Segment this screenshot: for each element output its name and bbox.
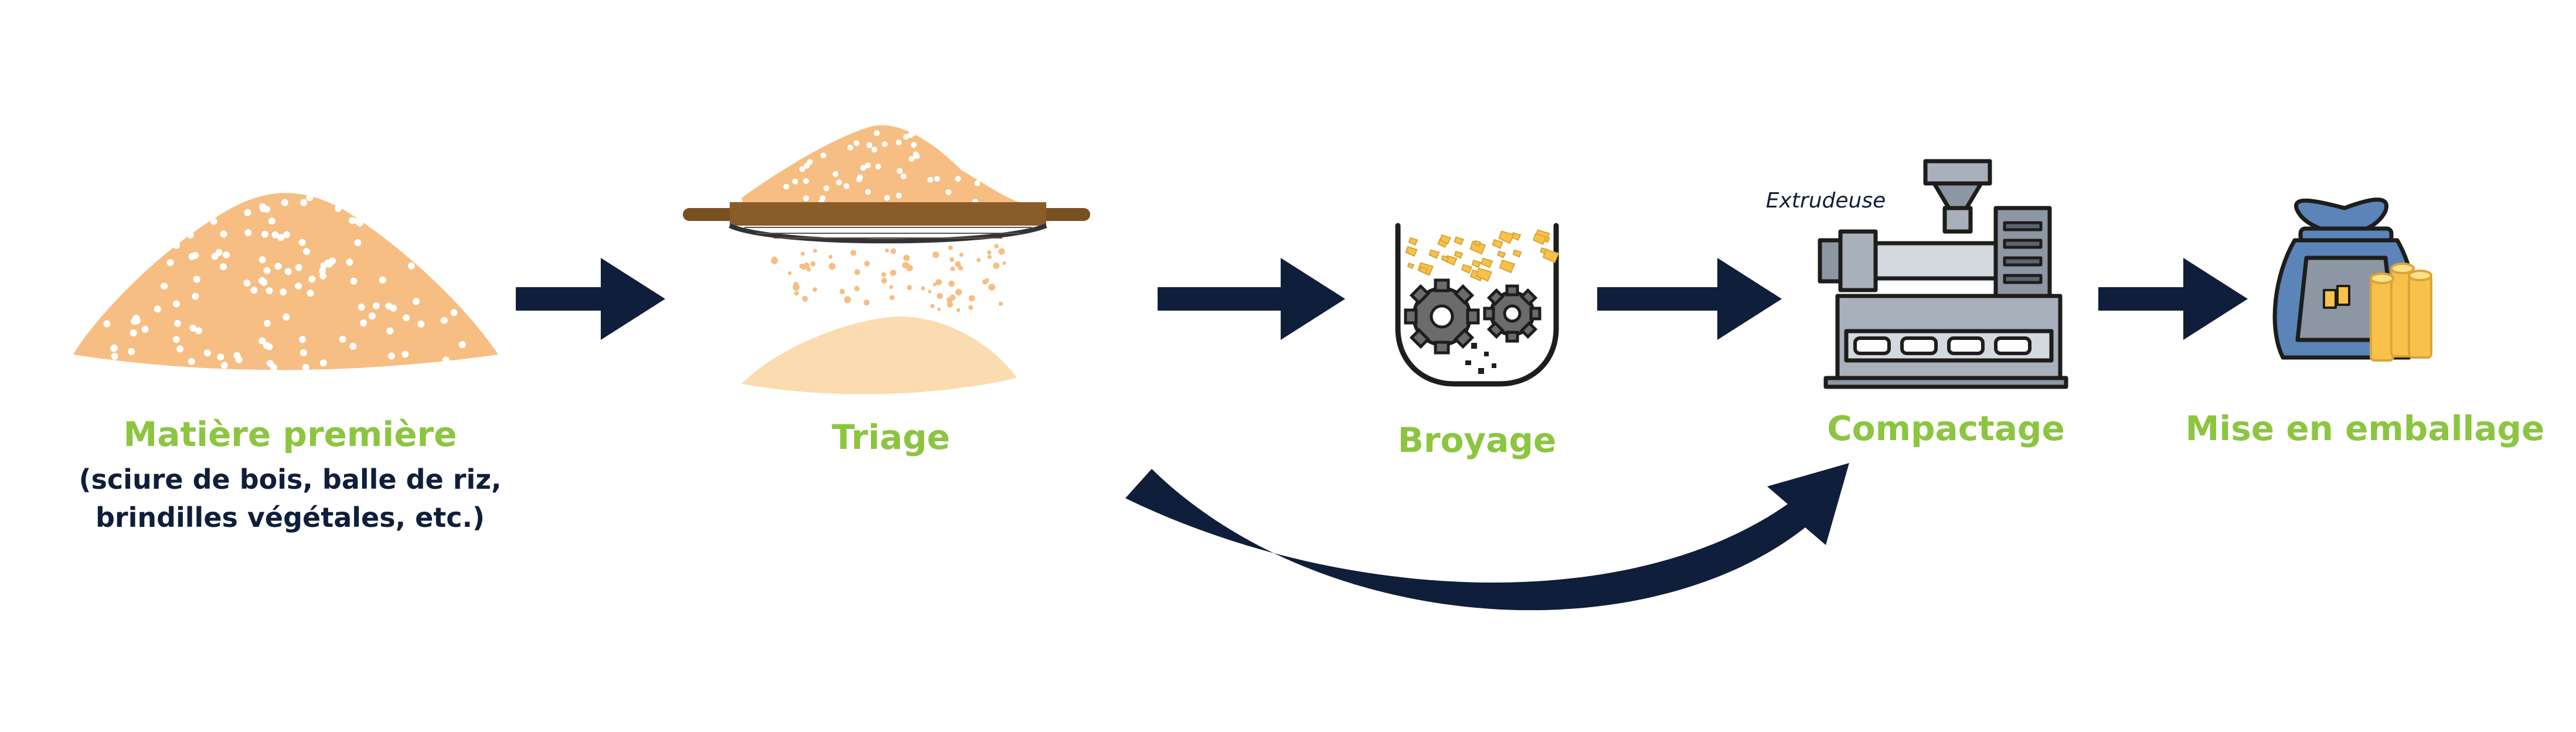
arrow-3-icon — [1597, 258, 1782, 340]
arrow-4-icon — [2098, 258, 2248, 340]
step-label-sorting: Triage — [832, 417, 950, 457]
arrow-1-icon — [516, 258, 665, 340]
step-sublabel-line-1: (sciure de bois, balle de riz, — [79, 464, 502, 495]
grinder-icon — [1395, 223, 1560, 387]
arrow-2-icon — [1158, 258, 1345, 340]
step-label-packaging: Mise en emballage — [2185, 408, 2545, 448]
extruder-caption: Extrudeuse — [1765, 189, 1886, 213]
bypass-arrow-icon — [1125, 463, 1849, 611]
pellet-bag-icon — [2272, 198, 2432, 362]
step-label-compaction: Compactage — [1827, 408, 2065, 448]
sawdust-pile-icon — [73, 193, 498, 372]
step-sublabel-line-2: brindilles végétales, etc.) — [95, 502, 485, 533]
sieve-icon — [683, 125, 1090, 394]
step-label-raw-material: Matière première — [123, 414, 457, 454]
step-label-grinding: Broyage — [1397, 420, 1557, 460]
extruder-icon — [1818, 159, 2068, 389]
